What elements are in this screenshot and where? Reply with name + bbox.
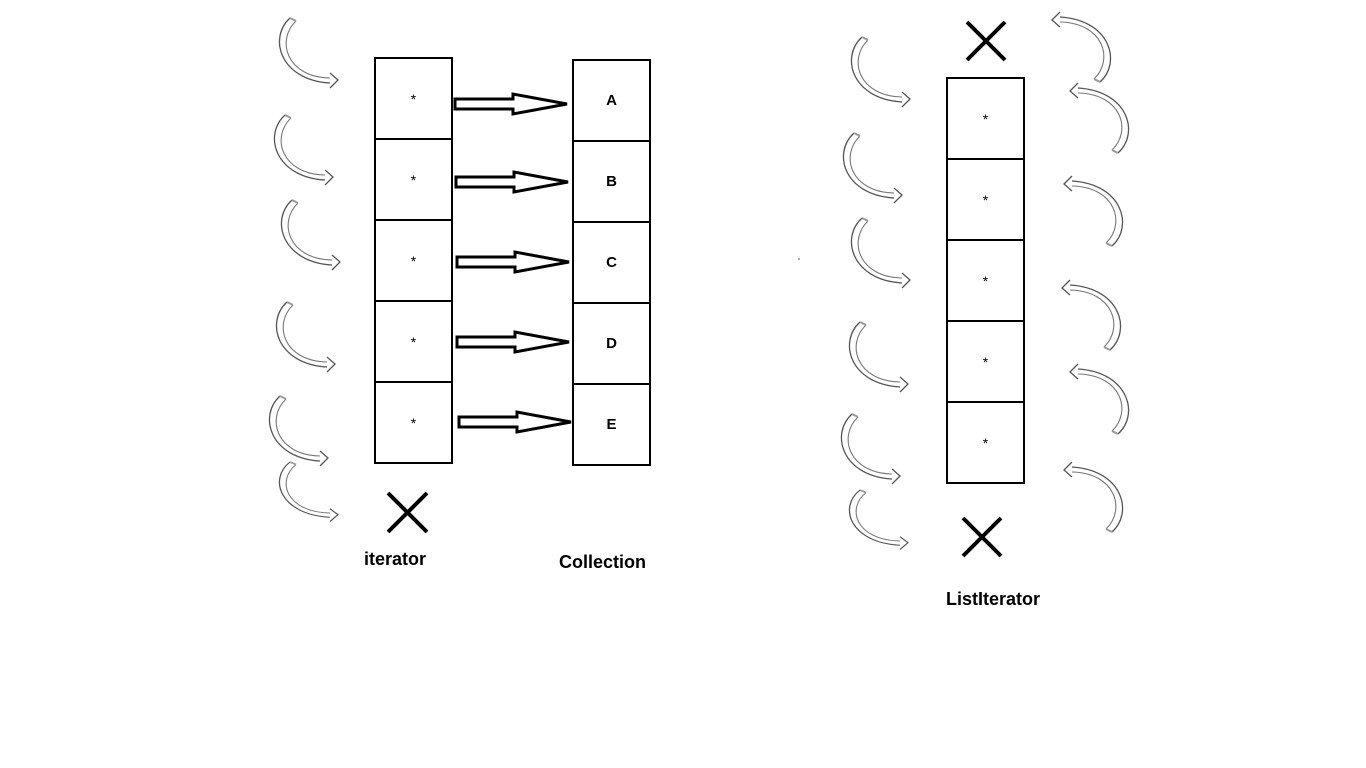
- curved-arrow-icon: [1063, 175, 1124, 247]
- collection-label: Collection: [559, 552, 647, 572]
- right-arrow-icon: [455, 330, 571, 354]
- curved-arrow-icon: [273, 114, 334, 186]
- list-iterator-label: ListIterator: [946, 589, 1041, 609]
- curved-arrow-icon: [280, 199, 341, 271]
- iterator-cell: *: [374, 381, 453, 464]
- curved-arrow-icon: [848, 321, 909, 393]
- right-arrow-icon: [453, 92, 569, 116]
- curved-arrow-icon: [278, 17, 339, 89]
- curved-arrow-icon: [850, 36, 911, 108]
- stray-dot: [798, 258, 800, 260]
- curved-arrow-icon: [850, 217, 911, 289]
- right-arrow-icon: [455, 250, 571, 274]
- iterator-label: iterator: [364, 549, 427, 569]
- curved-arrow-icon: [842, 132, 903, 204]
- cross-icon: [965, 20, 1007, 62]
- curved-arrow-icon: [1063, 461, 1124, 533]
- curved-arrow-icon: [1069, 363, 1130, 435]
- curved-arrow-icon: [1069, 82, 1130, 154]
- curved-arrow-icon: [268, 395, 329, 467]
- cross-icon: [961, 516, 1003, 558]
- curved-arrow-icon: [840, 413, 901, 485]
- cross-icon: [386, 491, 429, 534]
- curved-arrow-icon: [1051, 11, 1112, 83]
- curved-arrow-icon: [848, 489, 909, 551]
- list-iterator-cell: *: [946, 401, 1025, 484]
- right-arrow-icon: [454, 170, 570, 194]
- collection-cell: E: [572, 383, 651, 466]
- curved-arrow-icon: [1061, 279, 1122, 351]
- right-arrow-icon: [457, 410, 573, 434]
- curved-arrow-icon: [278, 461, 339, 523]
- curved-arrow-icon: [275, 301, 336, 373]
